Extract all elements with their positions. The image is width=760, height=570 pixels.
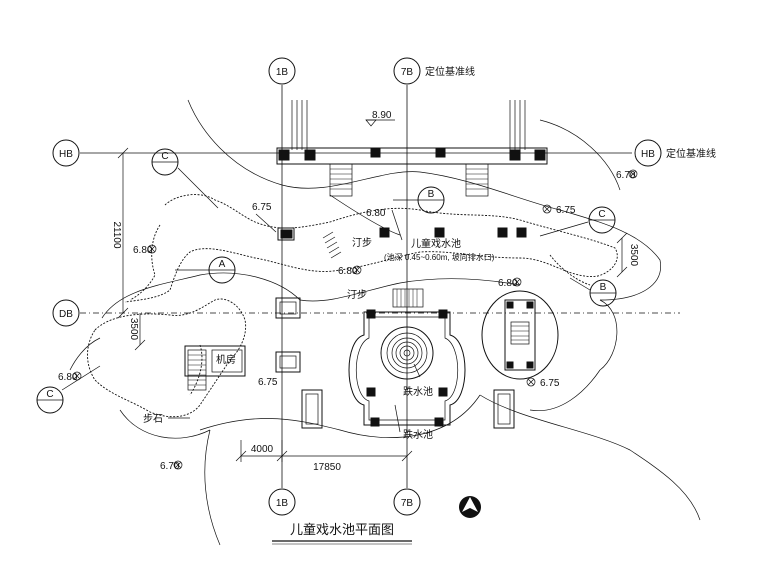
elev-6-70-b: 6.70 xyxy=(160,461,180,472)
elev-6-80-a: 6.80 xyxy=(366,208,386,219)
svg-text:7B: 7B xyxy=(401,498,414,509)
rock-edges xyxy=(87,194,618,418)
axis-bubble-hb-left: HB xyxy=(52,139,80,167)
elev-6-80-b: 6.80 xyxy=(133,245,153,256)
drawing-title: 儿童戏水池平面图 xyxy=(290,522,394,537)
north-arrow-icon xyxy=(459,496,481,518)
section-marker-c-3: C xyxy=(36,365,101,414)
svg-text:C: C xyxy=(598,209,605,220)
axis-bubble-1b-top: 1B xyxy=(268,57,296,85)
dim-3500-right: 3500 xyxy=(628,244,639,267)
stairs xyxy=(329,163,489,197)
dim-21100: 21100 xyxy=(111,221,122,249)
axis-bubble-db-left: DB xyxy=(52,299,80,327)
pool-piers xyxy=(277,227,527,241)
axis-bubble-7b-bottom: 7B xyxy=(393,488,421,516)
svg-text:1B: 1B xyxy=(276,67,289,78)
label-drop-pool-1: 跌水池 xyxy=(403,385,433,398)
section-marker-c-1: C xyxy=(151,148,219,209)
svg-text:C: C xyxy=(161,151,168,162)
elev-6-75-a: 6.75 xyxy=(252,202,272,213)
section-marker-b-2: B xyxy=(569,277,617,307)
svg-text:B: B xyxy=(428,189,435,200)
dimension-lines xyxy=(117,147,628,462)
axis-bubble-hb-right: HB xyxy=(634,139,662,167)
datum-line-label-top: 定位基准线 xyxy=(425,65,475,78)
elev-6-80-e: 6.80 xyxy=(498,278,518,289)
dim-4000: 4000 xyxy=(251,444,274,455)
label-kids-pool: 儿童戏水池 xyxy=(411,237,461,250)
label-machine-room: 机房 xyxy=(216,353,236,366)
svg-text:B: B xyxy=(600,282,607,293)
elev-6-80-c: 6.80 xyxy=(338,266,358,277)
svg-text:1B: 1B xyxy=(276,498,289,509)
datum-line-label-right: 定位基准线 xyxy=(666,147,716,160)
label-drop-pool-2: 跌水池 xyxy=(403,428,433,441)
left-column-boxes xyxy=(275,297,515,429)
section-marker-a: A xyxy=(175,256,236,284)
dim-3500-left: 3500 xyxy=(128,318,139,341)
axis-lines xyxy=(80,85,680,488)
elev-6-75-b: 6.75 xyxy=(556,205,576,216)
upper-deck xyxy=(276,100,548,165)
dim-17850: 17850 xyxy=(313,462,341,473)
stepping-stones xyxy=(322,231,424,308)
elev-6-80-d: 6.80 xyxy=(58,372,78,383)
section-marker-b-1: B xyxy=(393,186,445,214)
label-stepping-2: 汀步 xyxy=(347,289,367,301)
elev-6-75-c: 6.75 xyxy=(258,377,278,388)
axis-bubble-7b-top: 7B xyxy=(393,57,421,85)
svg-text:HB: HB xyxy=(641,149,655,160)
elev-8-90: 8.90 xyxy=(372,110,392,121)
elev-6-70-a: 6.70 xyxy=(616,170,636,181)
right-oval-plaza xyxy=(481,290,559,380)
central-drop-pool xyxy=(348,309,466,433)
svg-text:A: A xyxy=(219,259,226,270)
svg-text:DB: DB xyxy=(59,309,73,320)
label-stepping-1: 汀步 xyxy=(352,237,372,249)
svg-text:C: C xyxy=(46,389,53,400)
section-marker-c-2: C xyxy=(539,206,616,237)
elev-6-75-d: 6.75 xyxy=(540,378,560,389)
svg-text:HB: HB xyxy=(59,149,73,160)
label-step-stones: 步石 xyxy=(143,413,163,425)
axis-bubble-1b-bottom: 1B xyxy=(268,488,296,516)
elevation-marks: 8.90 6.75 6.80 6.70 6.75 6.80 6.80 6.75 … xyxy=(58,110,638,472)
svg-text:7B: 7B xyxy=(401,67,414,78)
label-kids-pool-note: (池深 0.45~0.60m, 坡向排水口) xyxy=(384,252,495,262)
landscape-outlines xyxy=(69,99,701,546)
machine-room xyxy=(184,345,246,391)
